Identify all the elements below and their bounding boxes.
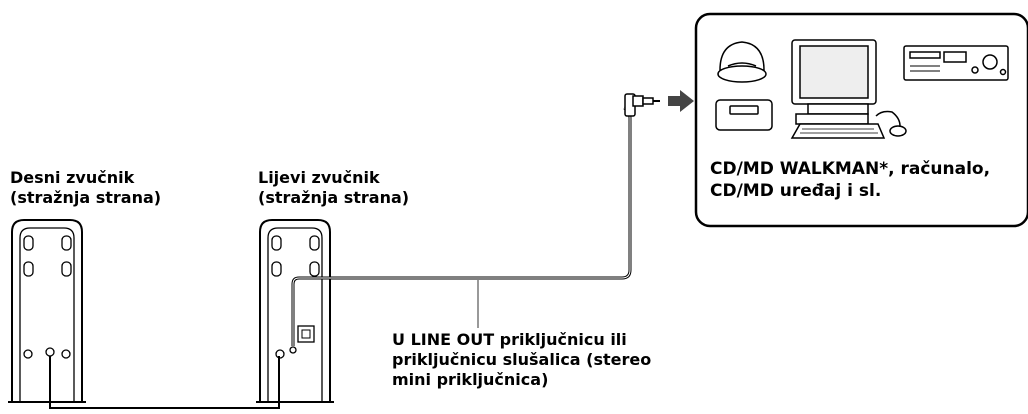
right-speaker-label: Desni zvučnik (stražnja strana) [10,168,162,207]
cd-walkman-icon [717,41,767,83]
computer-icon [790,39,907,139]
audio-cable [291,106,632,346]
stereo-mini-plug [624,93,660,117]
arrow-right-icon [668,90,694,112]
md-walkman-icon [715,99,773,131]
devices-label: CD/MD WALKMAN*, računalo, CD/MD uređaj i… [710,159,991,201]
speaker-link-cable [49,356,280,409]
left-speaker-back [256,219,334,403]
cd-md-deck-icon [903,45,1009,81]
devices-box [694,12,1028,228]
jack-instruction-label: U LINE OUT priključnicu ili priključnicu… [392,330,652,389]
right-speaker-back [8,219,86,403]
left-speaker-label: Lijevi zvučnik (stražnja strana) [258,168,410,207]
